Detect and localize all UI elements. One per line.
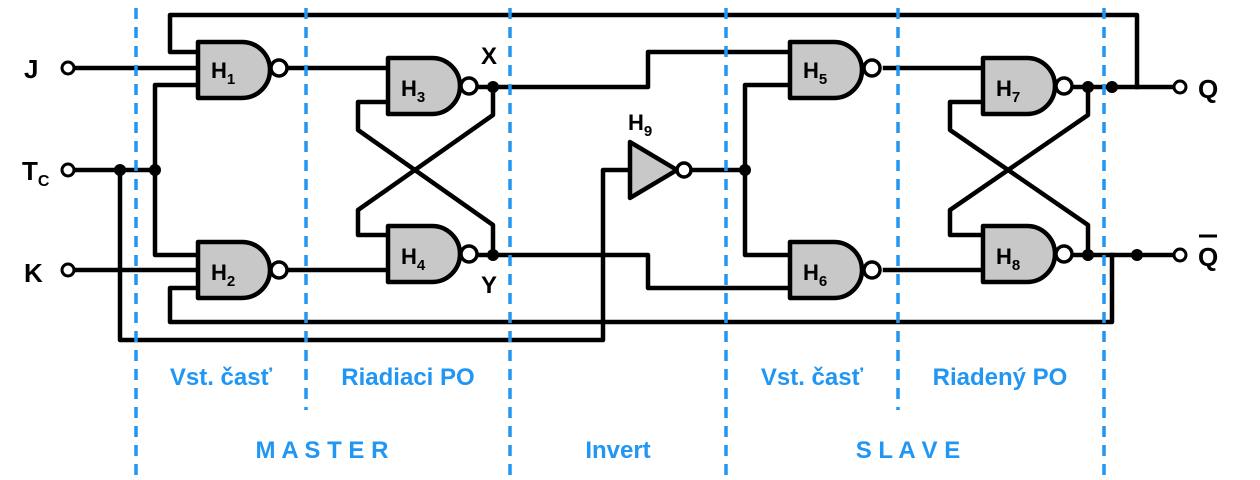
nand-bubble-h5: [862, 58, 882, 78]
nand-bubble-h4: [459, 244, 479, 264]
junction-x: [487, 81, 499, 93]
gates: [195, 39, 1074, 301]
wire-slave-cross-2: [947, 99, 1091, 258]
gate-label-h7: H7: [996, 76, 1020, 106]
section-label-master-input: Vst. časť: [170, 364, 273, 391]
nand-bubble-h7: [1054, 76, 1074, 96]
gate-label-h8: H8: [996, 244, 1020, 274]
gate-label-h1: H1: [211, 58, 235, 88]
output-label-qbar: Q: [1198, 242, 1218, 272]
terminal-tc: [60, 162, 76, 178]
terminal-k: [60, 262, 76, 278]
gate-label-h4: H4: [401, 244, 426, 274]
gate-label-h3: H3: [401, 76, 425, 106]
gate-label-h5: H5: [803, 58, 827, 88]
input-label-tc: TC: [22, 156, 50, 190]
junction-invert: [739, 164, 751, 176]
block-label-invert: Invert: [585, 437, 650, 464]
wires: [72, 12, 1181, 343]
junction-y: [487, 249, 499, 261]
section-label-master-control: Riadiaci PO: [341, 364, 474, 391]
input-label-k: K: [24, 258, 43, 288]
nand-bubble-h8: [1054, 244, 1074, 264]
nand-gate-h1: [195, 39, 273, 101]
gate-label-h2: H2: [211, 260, 235, 290]
block-label-slave: S L A V E: [856, 437, 960, 464]
inverter-gate-h9: [627, 139, 680, 201]
nand-bubble-h2: [269, 260, 289, 280]
terminal-j: [60, 60, 76, 76]
nand-bubble-h6: [862, 260, 882, 280]
nand-bubble-h1: [269, 58, 289, 78]
junction-qbar-1: [1082, 249, 1094, 261]
node-label-x: X: [481, 43, 497, 70]
terminal-qbar: [1172, 247, 1188, 263]
junction-q-1: [1082, 81, 1094, 93]
wire-clock-h1: [152, 82, 198, 173]
wire-master-cross-1: [355, 84, 496, 238]
junction-clock-1: [114, 164, 126, 176]
node-label-y: Y: [481, 272, 497, 299]
wire-feedback-qbar: [167, 252, 1115, 325]
terminals: [60, 60, 1188, 278]
terminal-q: [1172, 79, 1188, 95]
wire-feedback-q: [167, 12, 1140, 90]
output-label-q: Q: [1198, 74, 1218, 104]
wire-y: [470, 252, 793, 291]
wire-clock-invert: [117, 167, 631, 343]
junction-clock-2: [149, 164, 161, 176]
wire-x: [470, 49, 793, 90]
junctions: [114, 81, 1143, 261]
wire-clock-h2: [152, 167, 198, 258]
section-labels: Vst. časť Riadiaci PO Vst. časť Riadený …: [170, 364, 1067, 464]
wire-slave-cross-1: [947, 84, 1091, 238]
nand-gate-h5: [787, 39, 865, 101]
block-label-master: M A S T E R: [256, 437, 389, 464]
wire-invert-h6: [742, 167, 793, 258]
junction-qbar-2: [1131, 249, 1143, 261]
gate-labels: H1 H2 H3 H4 H5 H6 H7 H8 H9: [211, 58, 1020, 290]
section-label-slave-input: Vst. časť: [761, 364, 864, 391]
inverter-bubble-h9: [675, 161, 693, 179]
gate-label-h9: H9: [628, 110, 652, 140]
signal-labels: J TC K X Y Q Q: [22, 43, 1218, 299]
wire-master-cross-2: [355, 99, 496, 258]
junction-q-2: [1106, 81, 1118, 93]
nand-gate-h6: [787, 239, 865, 301]
nand-bubble-h3: [459, 76, 479, 96]
section-label-slave-controlled: Riadený PO: [933, 364, 1068, 391]
input-label-j: J: [24, 54, 38, 84]
wire-invert-h5: [742, 82, 793, 173]
gate-label-h6: H6: [803, 260, 827, 290]
section-separators: [134, 8, 1106, 478]
